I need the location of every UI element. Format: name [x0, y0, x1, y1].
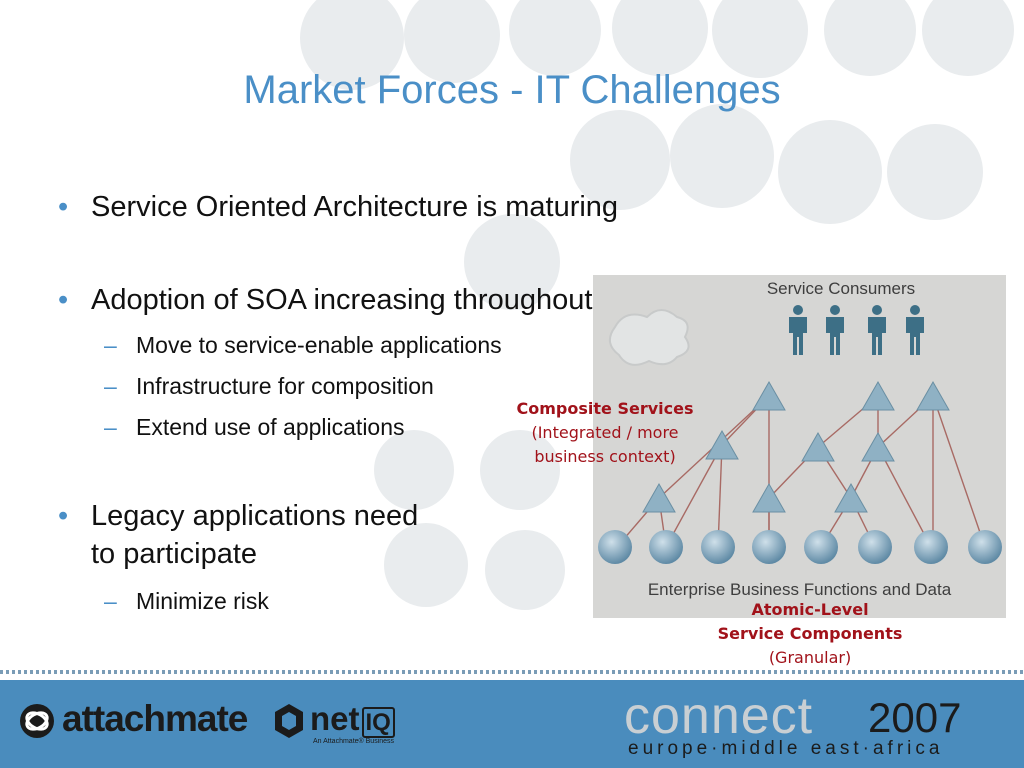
composite-services-line2: business context) [534, 447, 676, 466]
service-consumers-label: Service Consumers [766, 279, 916, 298]
composite-service-triangles [642, 380, 950, 513]
sub-bullet-dash: – [104, 332, 117, 358]
composite-services-title: Composite Services [516, 399, 694, 418]
atomic-services-line2: Service Components [717, 624, 903, 643]
bullet-text: Adoption of SOA increasing throughout IT [91, 284, 627, 316]
composite-services-callout: Composite Services (Integrated / more bu… [490, 397, 720, 469]
connect-wordmark: connect [624, 687, 814, 745]
bullet-text-line2: to participate [91, 538, 258, 570]
sub-bullet-text: Minimize risk [136, 588, 269, 614]
enterprise-functions-label: Enterprise Business Functions and Data [647, 580, 952, 599]
sub-bullet-dash: – [104, 588, 117, 614]
atomic-services-line3: (Granular) [768, 648, 852, 667]
attachmate-wordmark: attachmate [62, 698, 248, 739]
composite-services-line1: (Integrated / more [531, 423, 679, 442]
sub-bullet-text: Move to service-enable applications [136, 332, 502, 358]
bullet-text-line1: Legacy applications need [91, 500, 419, 532]
service-consumer-people-icons [789, 305, 924, 355]
netiq-wordmark-net: net [310, 700, 360, 737]
connect-year: 2007 [868, 694, 962, 741]
soa-diagram-graphic [598, 305, 1002, 564]
atomic-services-line1: Atomic-Level [751, 600, 869, 619]
attachmate-logo-icon [20, 704, 54, 738]
dotted-separator [0, 670, 1024, 674]
atomic-services-callout: Atomic-Level Service Components (Granula… [680, 598, 940, 670]
atomic-service-nodes [598, 530, 1002, 564]
netiq-wordmark-iq: IQ [361, 707, 395, 738]
sub-bullet-dash: – [104, 373, 117, 399]
cloud-icon [608, 309, 690, 366]
sub-bullet-dash: – [104, 414, 117, 440]
background-dot-pattern [300, 0, 1014, 610]
connect-region: europe·middle east·africa [628, 738, 944, 759]
netiq-tagline: An Attachmate® Business [313, 738, 395, 745]
sub-bullet-text: Extend use of applications [136, 414, 405, 440]
netiq-logo-icon [275, 704, 303, 738]
bullet-dot: • [58, 191, 69, 223]
slide-title: Market Forces - IT Challenges [243, 68, 781, 112]
bullet-text: Service Oriented Architecture is maturin… [91, 191, 619, 223]
bullet-dot: • [58, 500, 69, 532]
bullet-dot: • [58, 284, 69, 316]
soa-diagram: Service Consumers Enterprise Business Fu… [593, 275, 1006, 618]
sub-bullet-text: Infrastructure for composition [136, 373, 434, 399]
